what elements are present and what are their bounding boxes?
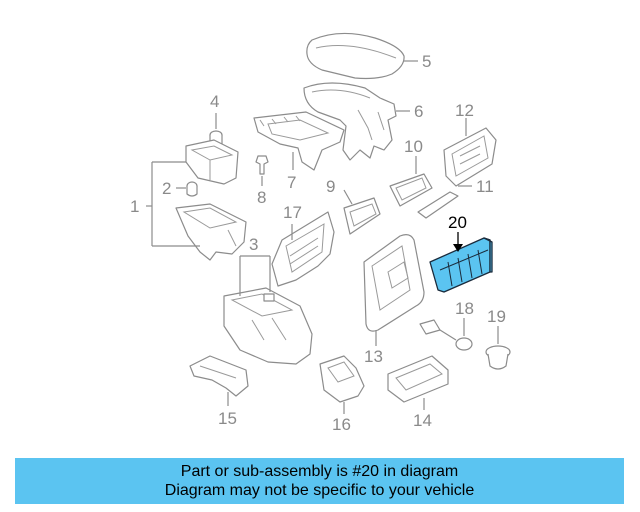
leader-1 [146, 161, 200, 247]
part-cup-holder[interactable] [319, 355, 365, 403]
part-grommet[interactable] [186, 181, 198, 197]
part-connector[interactable] [419, 319, 473, 351]
callout-16: 16 [332, 415, 351, 434]
callout-13: 13 [364, 347, 383, 366]
part-trim-panel[interactable] [389, 173, 433, 207]
info-banner: Part or sub-assembly is #20 in diagram D… [15, 458, 624, 504]
callout-20: 20 [448, 213, 467, 232]
callout-6: 6 [414, 102, 423, 121]
callout-19: 19 [487, 307, 506, 326]
callout-1: 1 [130, 197, 139, 216]
callout-5: 5 [422, 52, 431, 71]
part-mounting-bracket[interactable] [271, 211, 335, 287]
callout-4: 4 [210, 92, 219, 111]
callout-7: 7 [287, 173, 296, 192]
part-storage-box[interactable] [185, 139, 239, 185]
callout-10: 10 [404, 137, 423, 156]
callout-17: 17 [283, 203, 302, 222]
leader-9 [343, 189, 353, 205]
callout-3: 3 [249, 235, 258, 254]
callout-15: 15 [218, 409, 237, 428]
callout-9: 9 [326, 177, 335, 196]
callout-14: 14 [413, 411, 432, 430]
callout-2: 2 [162, 179, 171, 198]
part-cover-plate[interactable] [417, 191, 459, 219]
part-rear-console-trim[interactable] [363, 234, 425, 332]
part-socket[interactable] [485, 345, 511, 370]
part-lid-bracket[interactable] [303, 82, 397, 161]
callout-18: 18 [455, 299, 474, 318]
part-storage-tray[interactable] [175, 203, 247, 261]
banner-line-part-number: Part or sub-assembly is #20 in diagram [180, 463, 459, 480]
part-lower-rail[interactable] [189, 355, 249, 397]
banner-line-disclaimer: Diagram may not be specific to your vehi… [164, 482, 475, 499]
part-clip[interactable] [255, 155, 269, 175]
part-console-lid[interactable] [306, 32, 405, 80]
callout-11: 11 [476, 177, 494, 196]
part-console-bezel[interactable] [253, 111, 345, 171]
part-lower-tray[interactable] [387, 355, 449, 403]
part-console-base[interactable] [223, 287, 313, 365]
leader-20-arrow [453, 244, 463, 252]
parts-diagram: 5 6 7 4 8 2 [130, 32, 511, 434]
part-rear-air-vent-highlighted[interactable] [429, 237, 493, 293]
callout-8: 8 [257, 188, 266, 207]
leader-3 [239, 255, 271, 296]
callout-12: 12 [455, 101, 474, 120]
part-rear-panel[interactable] [443, 127, 497, 187]
part-switch-panel[interactable] [343, 197, 381, 235]
